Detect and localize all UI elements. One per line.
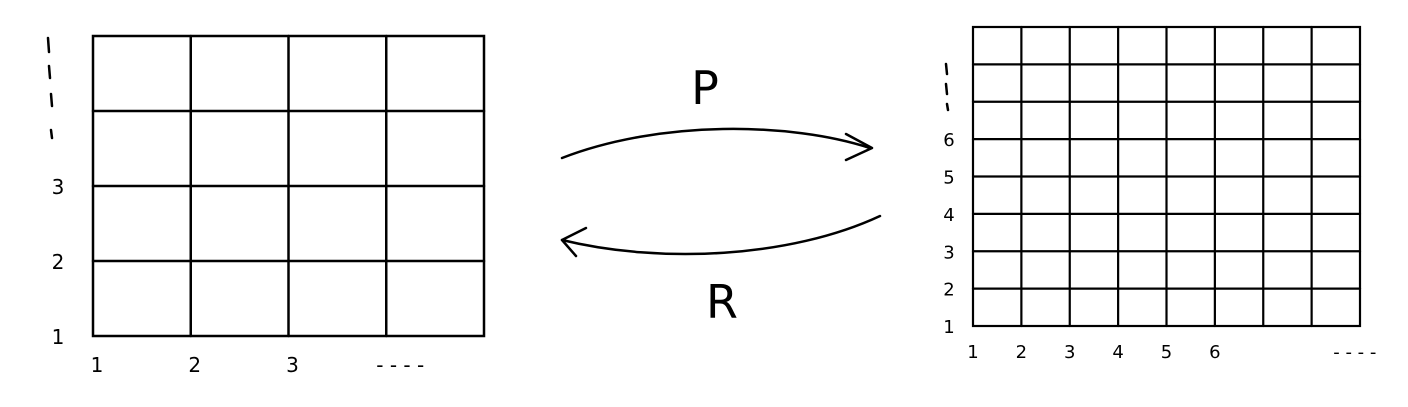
coarse-grid bbox=[91, 34, 486, 338]
coarse-y-label: 1 bbox=[52, 325, 65, 349]
coarse-x-label: 1 bbox=[91, 353, 104, 377]
restriction-arrowhead bbox=[560, 226, 588, 258]
fine-x-label: 6 bbox=[1209, 342, 1220, 363]
coarse-y-label: 3 bbox=[52, 175, 65, 199]
fine-grid-labels: 1 2 3 4 5 6 - - - - 1 2 3 4 5 6 bbox=[943, 130, 1376, 363]
fine-y-ellipsis bbox=[944, 62, 950, 112]
coarse-y-label: 2 bbox=[52, 250, 65, 274]
prolongation-label: P bbox=[691, 61, 719, 115]
fine-y-label: 5 bbox=[943, 168, 954, 189]
fine-x-label: 1 bbox=[967, 342, 978, 363]
fine-y-label: 3 bbox=[943, 242, 954, 263]
fine-x-label: 2 bbox=[1016, 342, 1027, 363]
fine-grid bbox=[971, 25, 1362, 328]
prolongation-arrowhead bbox=[844, 132, 874, 162]
fine-x-label: 4 bbox=[1112, 342, 1123, 363]
fine-x-label: 5 bbox=[1161, 342, 1172, 363]
coarse-y-ellipsis bbox=[46, 36, 54, 140]
coarse-x-label: 3 bbox=[286, 353, 299, 377]
restriction-arrow bbox=[560, 214, 882, 256]
coarse-grid-labels: 1 2 3 - - - - 1 2 3 bbox=[52, 175, 425, 377]
fine-y-label: 2 bbox=[943, 280, 954, 301]
fine-y-label: 1 bbox=[943, 317, 954, 338]
coarse-x-ellipsis: - - - - bbox=[376, 353, 424, 377]
fine-x-label: 3 bbox=[1064, 342, 1075, 363]
restriction-label: R bbox=[706, 275, 738, 329]
fine-y-label: 6 bbox=[943, 130, 954, 151]
prolongation-arrow bbox=[560, 127, 872, 160]
fine-x-ellipsis: - - - - bbox=[1333, 342, 1376, 363]
fine-y-label: 4 bbox=[943, 205, 954, 226]
coarse-x-label: 2 bbox=[188, 353, 201, 377]
